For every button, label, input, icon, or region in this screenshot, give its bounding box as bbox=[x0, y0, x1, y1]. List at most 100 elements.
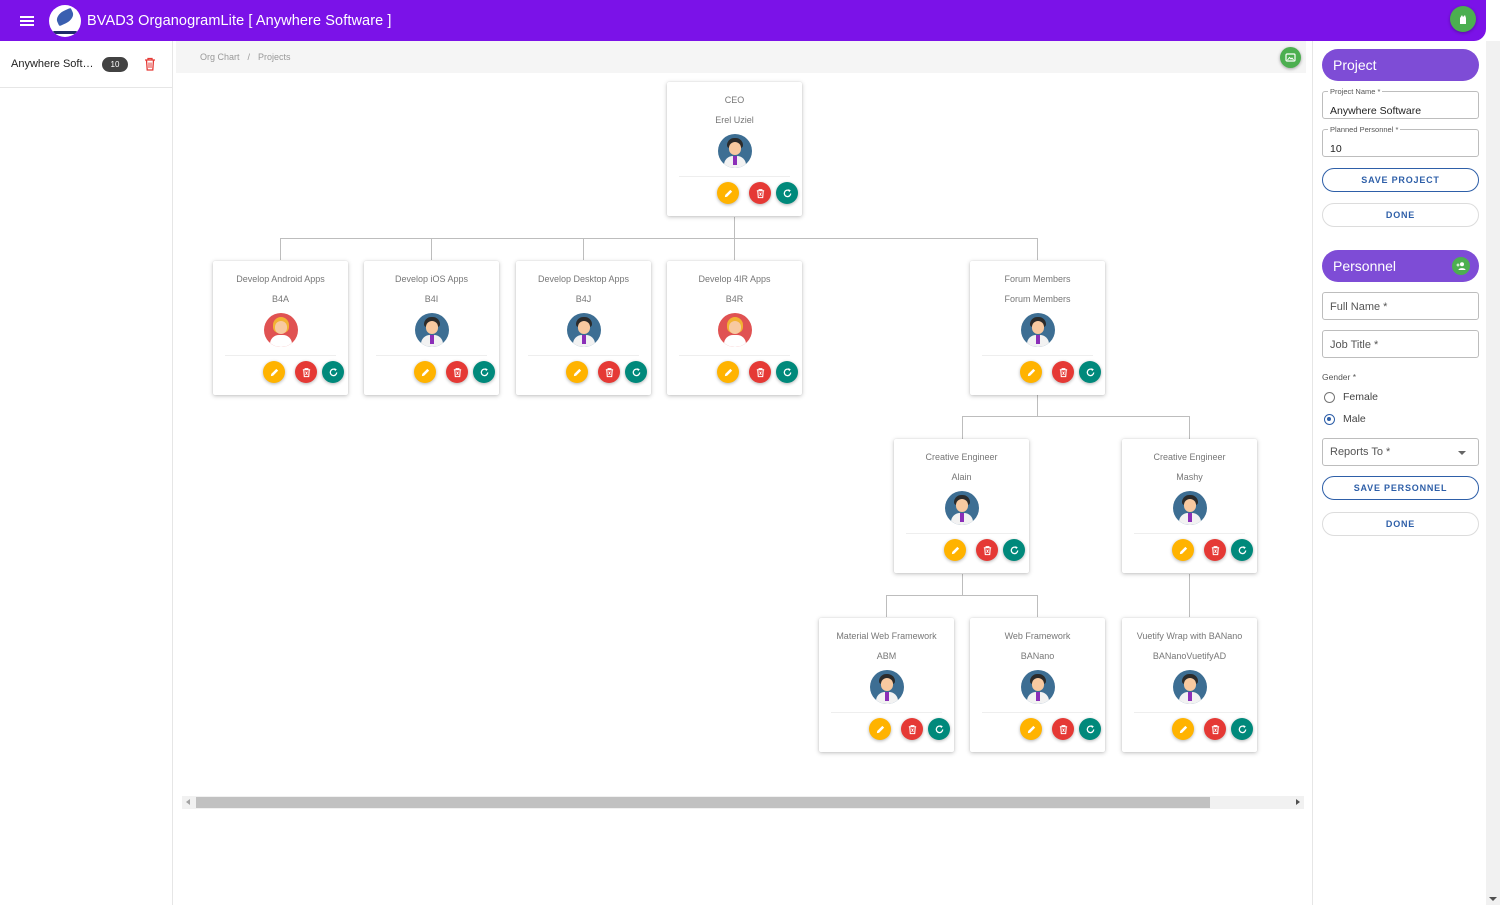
refresh-icon[interactable] bbox=[1231, 718, 1253, 740]
project-name-field[interactable]: Project Name * Anywhere Software bbox=[1322, 87, 1479, 119]
gender-male-radio[interactable]: Male bbox=[1324, 413, 1366, 425]
pencil-icon[interactable] bbox=[1020, 361, 1042, 383]
card-actions bbox=[263, 361, 344, 383]
breadcrumb-item-projects[interactable]: Projects bbox=[258, 52, 291, 62]
pencil-icon[interactable] bbox=[566, 361, 588, 383]
trash-icon[interactable] bbox=[1204, 718, 1226, 740]
card-job-title: Material Web Framework bbox=[836, 631, 937, 641]
planned-personnel-label: Planned Personnel * bbox=[1328, 125, 1401, 134]
connector-line bbox=[734, 217, 735, 238]
refresh-icon[interactable] bbox=[928, 718, 950, 740]
trash-icon[interactable] bbox=[144, 57, 156, 71]
personnel-done-button[interactable]: DONE bbox=[1322, 512, 1479, 536]
connector-line bbox=[1189, 416, 1190, 439]
app-title: BVAD3 OrganogramLite [ Anywhere Software… bbox=[87, 12, 392, 29]
card-divider bbox=[679, 355, 790, 356]
trash-icon[interactable] bbox=[1204, 539, 1226, 561]
user-icon[interactable] bbox=[1450, 6, 1476, 32]
pencil-icon[interactable] bbox=[717, 182, 739, 204]
refresh-icon[interactable] bbox=[473, 361, 495, 383]
planned-personnel-field[interactable]: Planned Personnel * 10 bbox=[1322, 125, 1479, 157]
card-job-title: Forum Members bbox=[1004, 274, 1071, 284]
refresh-icon[interactable] bbox=[776, 182, 798, 204]
connector-line bbox=[583, 238, 584, 260]
avatar bbox=[414, 313, 449, 347]
connector-line bbox=[734, 238, 735, 260]
avatar bbox=[1172, 670, 1207, 704]
trash-icon[interactable] bbox=[295, 361, 317, 383]
card-job-title: Web Framework bbox=[1004, 631, 1071, 641]
radio-circle bbox=[1324, 413, 1335, 425]
chevron-down-icon bbox=[1458, 451, 1466, 455]
horizontal-scrollbar[interactable] bbox=[182, 796, 1304, 809]
card-person-name: BANanoVuetifyAD bbox=[1152, 651, 1227, 661]
connector-line bbox=[886, 595, 887, 617]
pencil-icon[interactable] bbox=[1172, 539, 1194, 561]
reports-to-select[interactable]: Reports To * bbox=[1322, 438, 1479, 466]
card-job-title: Develop iOS Apps bbox=[394, 274, 469, 284]
avatar bbox=[1172, 491, 1207, 525]
breadcrumb-separator: / bbox=[247, 52, 251, 62]
pencil-icon[interactable] bbox=[869, 718, 891, 740]
pencil-icon[interactable] bbox=[717, 361, 739, 383]
scroll-down-arrow-icon[interactable] bbox=[1489, 897, 1497, 901]
vertical-scrollbar[interactable] bbox=[1486, 41, 1500, 905]
trash-icon[interactable] bbox=[1052, 718, 1074, 740]
trash-icon[interactable] bbox=[976, 539, 998, 561]
trash-icon[interactable] bbox=[749, 182, 771, 204]
refresh-icon[interactable] bbox=[1003, 539, 1025, 561]
scrollbar-thumb[interactable] bbox=[196, 797, 1210, 808]
save-project-button[interactable]: SAVE PROJECT bbox=[1322, 168, 1479, 192]
trash-icon[interactable] bbox=[901, 718, 923, 740]
refresh-icon[interactable] bbox=[625, 361, 647, 383]
card-job-title: Vuetify Wrap with BANano bbox=[1136, 631, 1243, 641]
gender-female-label: Female bbox=[1343, 391, 1379, 403]
card-divider bbox=[679, 176, 790, 177]
trash-icon[interactable] bbox=[749, 361, 771, 383]
breadcrumb-item-org-chart[interactable]: Org Chart bbox=[200, 52, 240, 62]
refresh-icon[interactable] bbox=[1079, 361, 1101, 383]
card-divider bbox=[906, 533, 1017, 534]
app-bar: BVAD3 OrganogramLite [ Anywhere Software… bbox=[0, 0, 1486, 41]
image-icon[interactable] bbox=[1280, 47, 1301, 68]
avatar bbox=[566, 313, 601, 347]
trash-icon[interactable] bbox=[598, 361, 620, 383]
save-personnel-button[interactable]: SAVE PERSONNEL bbox=[1322, 476, 1479, 500]
connector-line bbox=[1037, 395, 1038, 416]
person-add-icon[interactable] bbox=[1452, 257, 1470, 275]
full-name-field[interactable]: Full Name * bbox=[1322, 292, 1479, 320]
connector-line bbox=[962, 416, 1189, 417]
card-actions bbox=[1172, 718, 1253, 740]
refresh-icon[interactable] bbox=[776, 361, 798, 383]
trash-icon[interactable] bbox=[446, 361, 468, 383]
gender-female-radio[interactable]: Female bbox=[1324, 391, 1378, 403]
pencil-icon[interactable] bbox=[1020, 718, 1042, 740]
job-title-field[interactable]: Job Title * bbox=[1322, 330, 1479, 358]
avatar bbox=[717, 313, 752, 347]
card-person-name: B4I bbox=[424, 294, 439, 304]
scroll-left-arrow-icon[interactable] bbox=[186, 799, 190, 805]
refresh-icon[interactable] bbox=[322, 361, 344, 383]
project-done-button[interactable]: DONE bbox=[1322, 203, 1479, 227]
pencil-icon[interactable] bbox=[263, 361, 285, 383]
scroll-right-arrow-icon[interactable] bbox=[1296, 799, 1300, 805]
pencil-icon[interactable] bbox=[414, 361, 436, 383]
pencil-icon[interactable] bbox=[944, 539, 966, 561]
refresh-icon[interactable] bbox=[1079, 718, 1101, 740]
list-item[interactable]: Anywhere Software 10 bbox=[0, 41, 172, 88]
trash-icon[interactable] bbox=[1052, 361, 1074, 383]
pencil-icon[interactable] bbox=[1172, 718, 1194, 740]
refresh-icon[interactable] bbox=[1231, 539, 1253, 561]
menu-icon[interactable] bbox=[0, 0, 54, 41]
